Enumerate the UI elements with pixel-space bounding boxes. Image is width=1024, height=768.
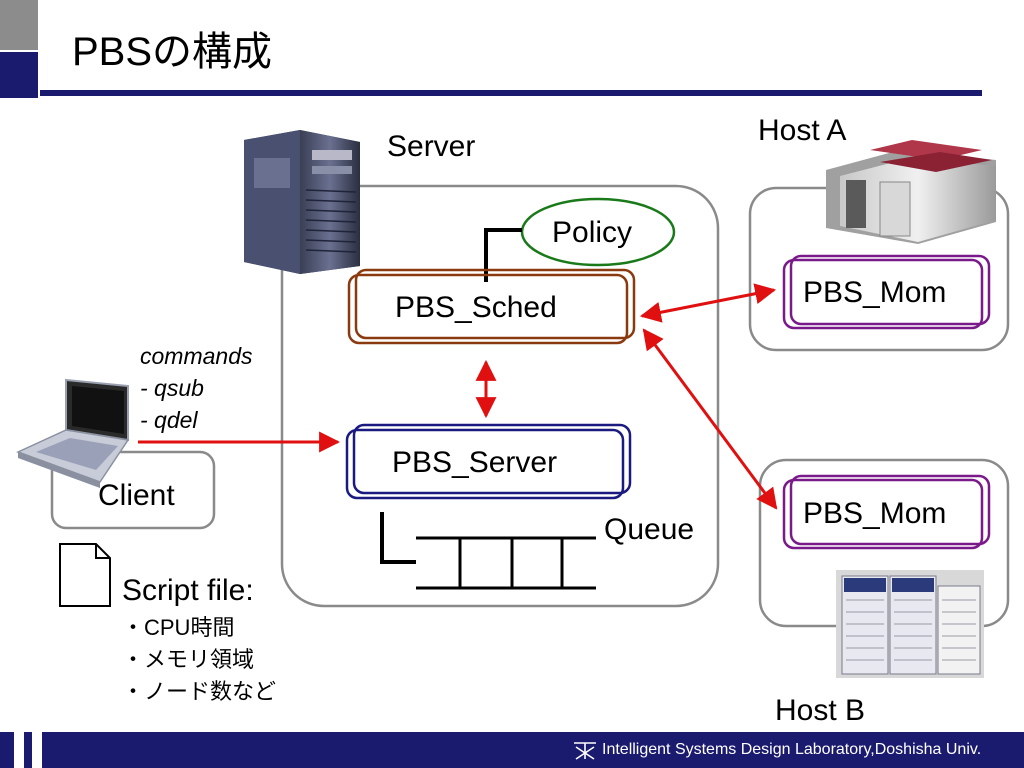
host-a-machine-icon [826, 140, 996, 244]
sched-label: PBS_Sched [395, 291, 557, 324]
host-b-machine-icon [836, 570, 984, 678]
commands-heading: commands [140, 343, 253, 369]
script-item-memory: ・メモリ領域 [122, 647, 255, 672]
command-qsub: - qsub [140, 375, 204, 401]
footer-stripe-2 [32, 732, 42, 768]
footer-text: Intelligent Systems Design Laboratory,Do… [602, 741, 982, 758]
mom-a-box-inner [789, 254, 991, 326]
commands-block: commands - qsub - qdel [140, 340, 252, 436]
policy-connector [484, 228, 522, 282]
arrow-sched-mom-b [642, 328, 778, 510]
script-file-items: ・CPU時間 ・メモリ領域 ・ノード数など [122, 612, 276, 708]
laptop-icon [16, 378, 130, 488]
mom-a-label: PBS_Mom [803, 276, 947, 309]
title-underline [40, 90, 982, 96]
server-box-outer [345, 428, 625, 500]
server-tower-icon [244, 130, 360, 274]
server-box-inner [352, 423, 632, 495]
sched-box-outer [347, 273, 629, 345]
script-item-nodes: ・ノード数など [122, 679, 277, 704]
slide-title: PBSの構成 [72, 30, 273, 74]
lab-logo-icon [574, 742, 596, 760]
footer-stripe-gap [42, 732, 54, 768]
script-file-heading: Script file: [122, 574, 254, 607]
mom-a-box-outer [782, 258, 984, 330]
corner-block-navy [0, 52, 38, 98]
pbs-server-label: PBS_Server [392, 446, 558, 479]
sched-box-inner [354, 268, 636, 340]
queue-icon [380, 512, 596, 590]
script-item-cpu: ・CPU時間 [122, 615, 235, 640]
policy-label: Policy [552, 216, 633, 249]
script-file-icon [59, 543, 111, 607]
mom-b-label: PBS_Mom [803, 497, 947, 530]
client-container [50, 450, 216, 530]
corner-decoration [0, 0, 40, 100]
mom-b-box-inner [789, 474, 991, 546]
host-b-label: Host B [775, 694, 866, 727]
arrow-sched-mom-a [639, 283, 777, 323]
footer-bar: Intelligent Systems Design Laboratory,Do… [0, 732, 1024, 768]
footer-stripe-1 [14, 732, 24, 768]
server-label: Server [387, 130, 476, 163]
queue-label: Queue [604, 513, 695, 546]
client-label: Client [98, 479, 175, 512]
corner-block-gray [0, 0, 38, 50]
mom-b-box-outer [782, 478, 984, 550]
host-a-label: Host A [758, 114, 847, 147]
command-qdel: - qdel [140, 407, 198, 433]
